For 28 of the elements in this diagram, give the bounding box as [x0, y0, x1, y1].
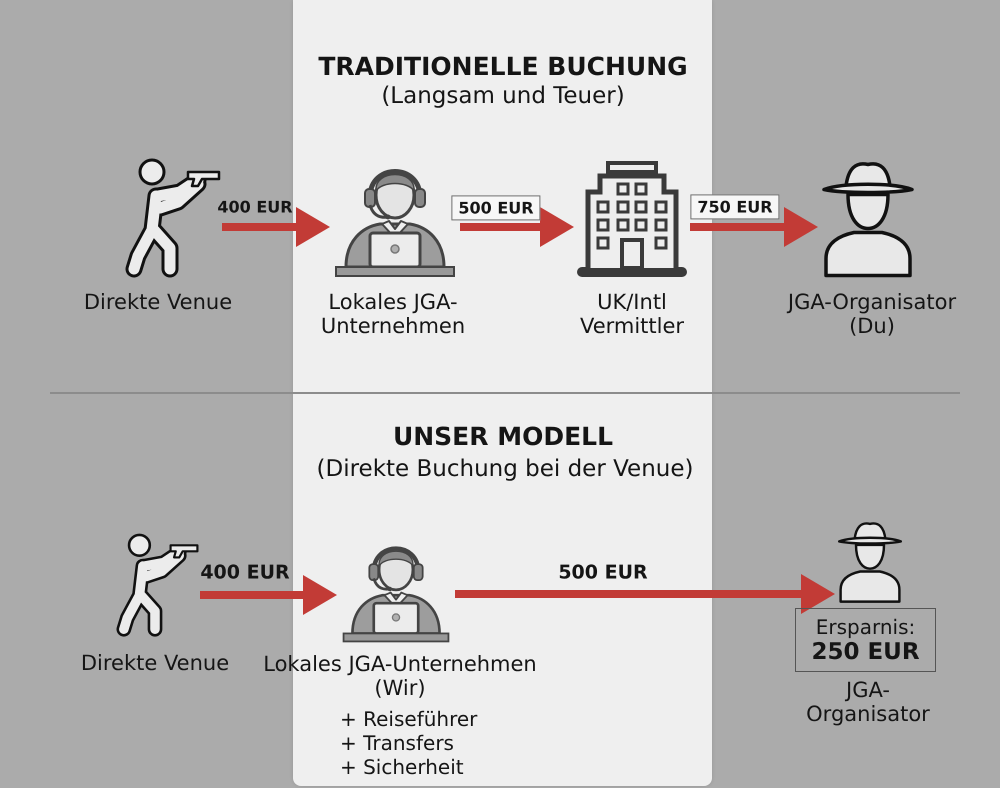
section-subtitle: (Direkte Buchung bei der Venue)	[316, 456, 694, 484]
node-caption: UK/Intl Vermittler	[578, 290, 686, 338]
service-list-item: + Transfers	[340, 731, 454, 755]
edge-label: 750 EUR	[690, 194, 780, 220]
section-subtitle: (Langsam und Teuer)	[381, 83, 625, 111]
arrow	[200, 575, 337, 615]
service-list-item: + Sicherheit	[340, 755, 464, 779]
savings-label: Ersparnis:	[816, 616, 916, 638]
savings-amount: 250 EUR	[811, 638, 920, 664]
arrow	[460, 207, 574, 247]
section-heading: UNSER MODELL	[392, 422, 614, 452]
node-caption: Lokales JGA-Unternehmen (Wir)	[262, 652, 538, 700]
edge-label: 500 EUR	[451, 195, 541, 221]
edge-label: 400 EUR	[217, 197, 293, 217]
node-caption: Direkte Venue	[80, 651, 230, 675]
edge-label: 500 EUR	[558, 562, 648, 584]
service-list-item: + Reiseführer	[340, 707, 478, 731]
node-caption: Lokales JGA-Unternehmen	[320, 290, 466, 338]
edge-label: 400 EUR	[200, 562, 290, 584]
savings-box	[795, 608, 936, 672]
node-caption: Direkte Venue	[84, 290, 232, 314]
office-building-icon	[574, 160, 690, 280]
node-caption: JGA-Organisator	[805, 678, 931, 726]
arrow	[690, 207, 818, 247]
section-heading: TRADITIONELLE BUCHUNG	[318, 52, 688, 82]
node-caption: JGA-Organisator (Du)	[786, 290, 958, 338]
arrow	[222, 207, 330, 247]
arrow	[455, 574, 835, 614]
